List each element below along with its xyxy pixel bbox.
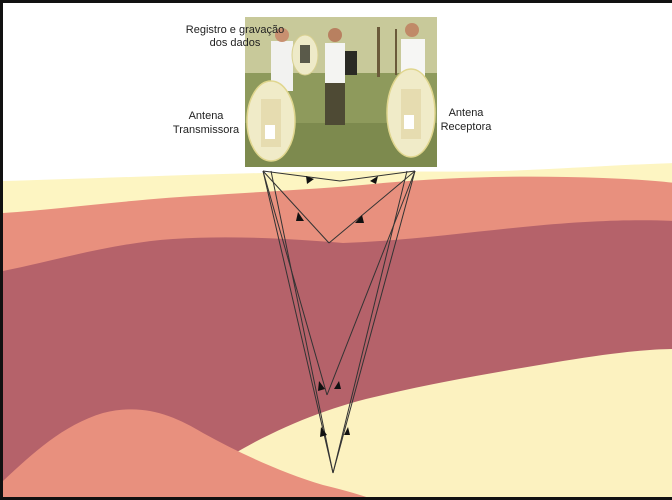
person-center — [325, 43, 345, 83]
receiver-label-line2: Receptora — [441, 121, 493, 133]
recording-label-line1: Registro e gravação — [186, 24, 284, 36]
field-photo — [245, 17, 437, 167]
gpr-diagram: Registro e gravação dos dados Antena Tra… — [3, 3, 672, 500]
transmitter-label-line1: Antena — [189, 110, 225, 122]
receiver-label-line1: Antena — [449, 107, 485, 119]
transmitter-label-line2: Transmissora — [173, 124, 240, 136]
recording-label-line2: dos dados — [210, 37, 261, 49]
